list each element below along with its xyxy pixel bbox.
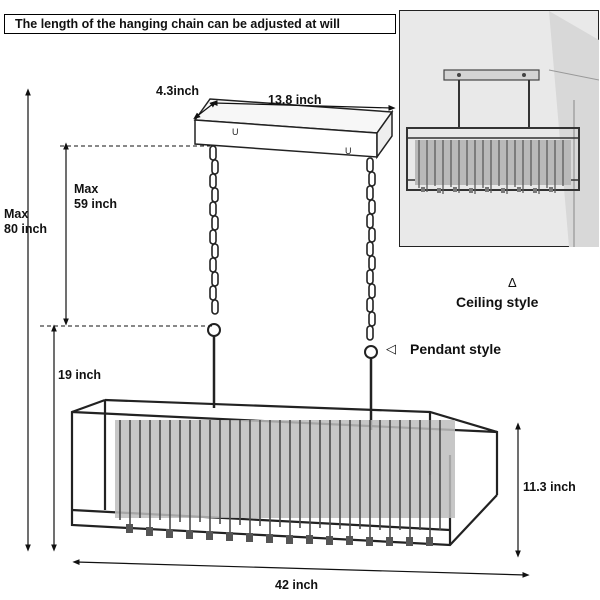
- ceiling-style-label: Ceiling style: [456, 294, 539, 310]
- svg-text:U: U: [232, 127, 239, 137]
- min-drop-label: 19 inch: [58, 368, 102, 382]
- max-total-label-line2: 80 inch: [4, 222, 48, 236]
- svg-text:U: U: [345, 146, 352, 156]
- max-total-label-line1: Max: [4, 207, 29, 221]
- ceiling-style-photo: [399, 10, 599, 247]
- max-chain-label-line2: 59 inch: [74, 197, 118, 211]
- pendant-style-label: Pendant style: [410, 341, 502, 357]
- canopy-length-label: 13.8 inch: [268, 93, 322, 107]
- ceiling-style-marker-icon: Δ: [508, 275, 517, 290]
- max-chain-label-line1: Max: [74, 182, 99, 196]
- chain-adjustable-banner: The length of the hanging chain can be a…: [4, 14, 396, 34]
- pendant-style-marker-icon: ◁: [386, 341, 396, 356]
- body-length-label: 42 inch: [275, 578, 319, 592]
- body-height-label: 11.3 inch: [523, 480, 576, 494]
- canopy-depth-label: 4.3inch: [156, 84, 200, 98]
